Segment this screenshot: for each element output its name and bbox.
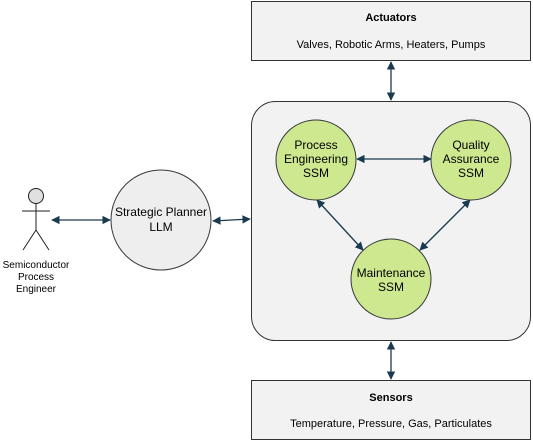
sensors-items: Temperature, Pressure, Gas, Particulates <box>290 418 492 430</box>
actor-label-line-3: Engineer <box>16 284 57 295</box>
arrow-process-maintenance <box>316 199 364 251</box>
quality-assurance-ssm-node: Quality Assurance SSM <box>430 119 512 201</box>
strategic-planner-circle <box>110 169 212 271</box>
arrow-quality-maintenance <box>419 199 471 251</box>
actuators-box: Actuators Valves, Robotic Arms, Heaters,… <box>251 1 531 61</box>
actor-label-line-2: Process <box>18 272 54 283</box>
strategic-planner-node: Strategic Planner LLM <box>110 169 212 271</box>
actuators-items: Valves, Robotic Arms, Heaters, Pumps <box>297 39 486 51</box>
maintenance-ssm-label-line-2: SSM <box>378 280 404 294</box>
maintenance-ssm-circle <box>350 238 432 320</box>
planner-label-line-2: LLM <box>149 220 172 234</box>
planner-label-line-1: Strategic Planner <box>115 205 207 219</box>
sensors-title: Sensors <box>369 392 412 404</box>
process-engineering-ssm-circle <box>275 119 357 201</box>
arrow-planner-container <box>212 215 251 225</box>
maintenance-ssm-label-line-1: Maintenance <box>357 266 426 280</box>
quality-assurance-ssm-circle <box>430 119 512 201</box>
actuators-title: Actuators <box>365 12 416 24</box>
process-ssm-label-line-3: SSM <box>303 166 329 180</box>
actor-label-line-1: Semiconductor <box>3 260 70 271</box>
sensors-box: Sensors Temperature, Pressure, Gas, Part… <box>251 380 531 440</box>
actuators-box-shape <box>251 1 531 61</box>
maintenance-ssm-node: Maintenance SSM <box>350 238 432 320</box>
quality-ssm-label-line-3: SSM <box>458 166 484 180</box>
process-ssm-label-line-1: Process <box>294 138 337 152</box>
quality-ssm-label-line-2: Assurance <box>443 152 500 166</box>
sensors-box-shape <box>251 380 531 440</box>
quality-ssm-label-line-1: Quality <box>452 138 489 152</box>
stick-figure-icon <box>22 188 50 251</box>
process-ssm-label-line-2: Engineering <box>284 152 348 166</box>
engineer-actor: Semiconductor Process Engineer <box>3 188 70 295</box>
connectors <box>51 61 471 380</box>
process-engineering-ssm-node: Process Engineering SSM <box>275 119 357 201</box>
